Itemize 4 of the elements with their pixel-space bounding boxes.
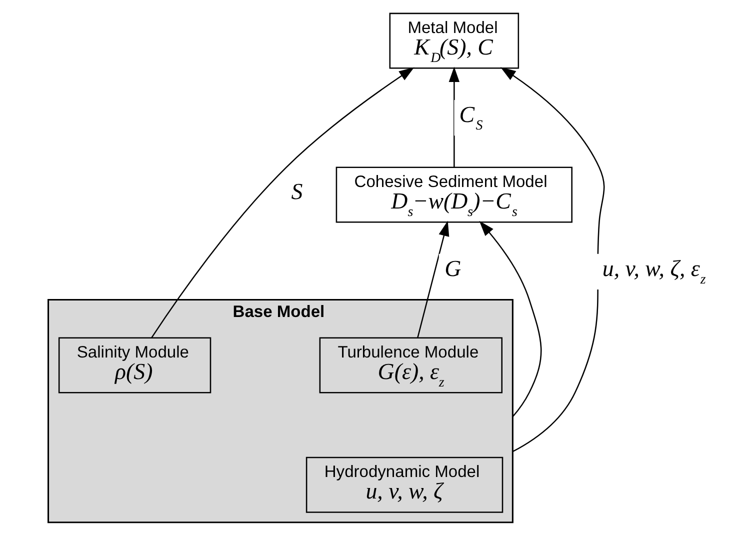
edge-label: u, v, w, ζ, ε$_{z}$ [602,256,706,288]
edge-label: S [290,179,302,204]
edge-label: C$_{S}$ [458,102,482,134]
edge-label: G [444,256,461,282]
